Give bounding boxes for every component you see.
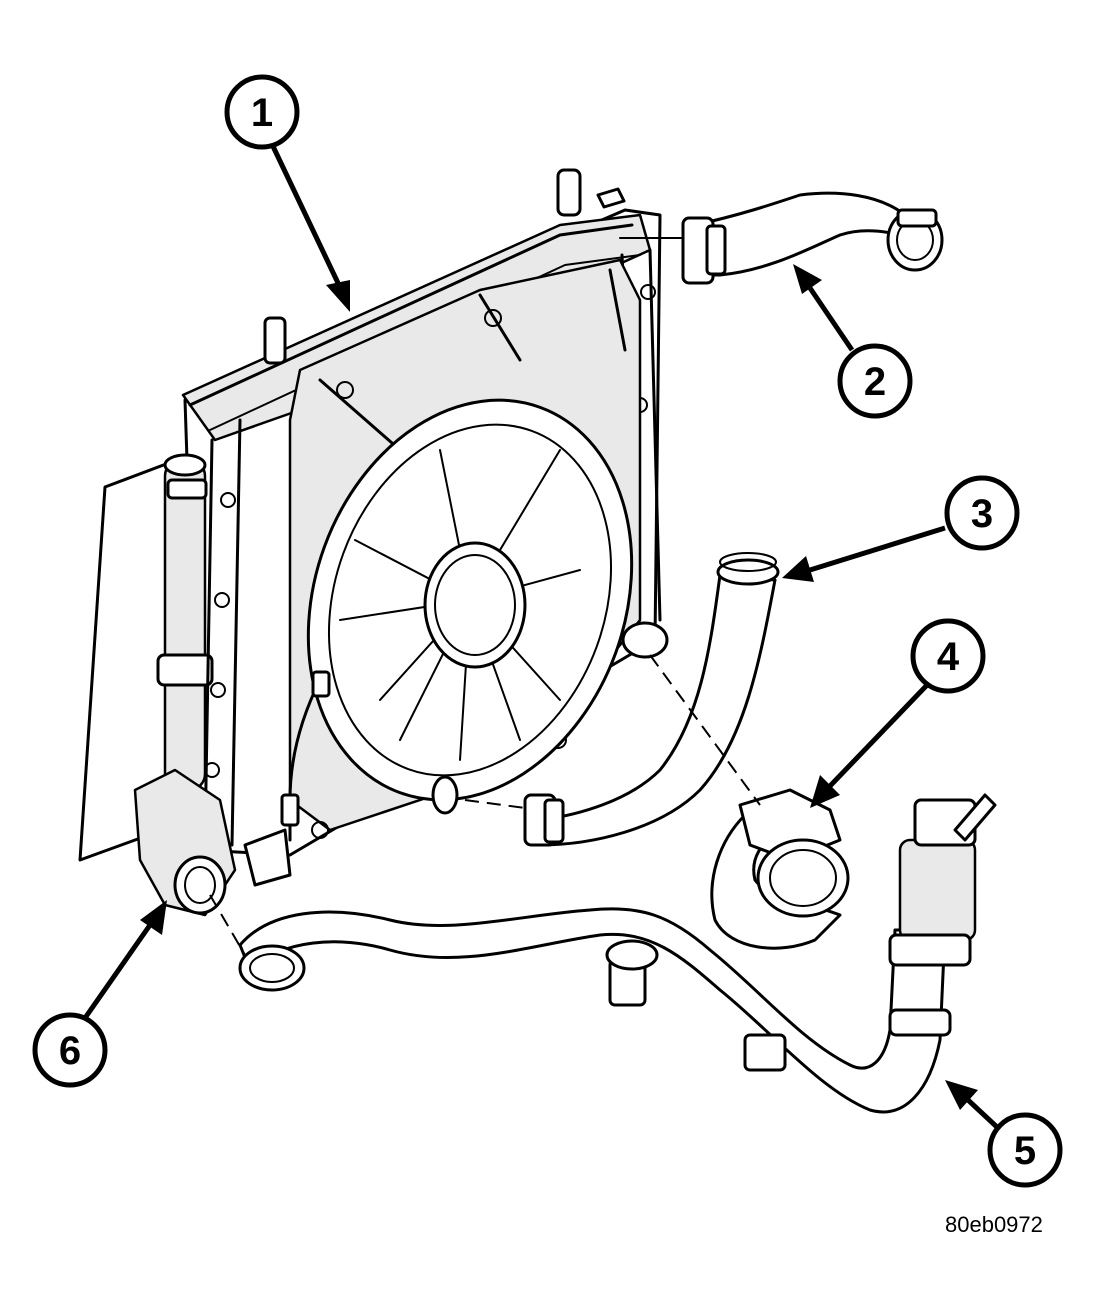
radiator-filler-neck (556, 168, 582, 217)
callout-1-label: 1 (251, 91, 273, 135)
callout-6-label: 6 (59, 1029, 81, 1073)
lower-hose-quick-connect (898, 838, 977, 942)
lower-hose-clamp-left (238, 944, 306, 992)
radiator-side-tank (163, 458, 207, 792)
bypass-hose (464, 552, 780, 847)
callout-1: 1 (224, 74, 350, 312)
fan-motor-hub (423, 541, 527, 669)
callout-2-label: 2 (864, 360, 886, 404)
figure-reference-code: 80eb0972 (945, 1212, 1043, 1237)
callout-3: 3 (782, 475, 1020, 582)
radiator-outlet-port (173, 855, 227, 915)
callout-6: 6 (32, 900, 167, 1088)
callout-4-label: 4 (937, 635, 960, 679)
callout-4: 4 (810, 618, 986, 808)
upper-radiator-hose (619, 191, 944, 285)
fan-shroud-assembly (280, 258, 669, 842)
callout-5: 5 (945, 1080, 1063, 1188)
thermostat-housing-port (756, 838, 850, 918)
callout-3-label: 3 (971, 492, 993, 536)
callout-2: 2 (793, 264, 913, 419)
lower-radiator-hose (209, 793, 997, 1114)
callout-5-label: 5 (1014, 1129, 1036, 1173)
thermostat-housing-elbow (649, 654, 850, 950)
